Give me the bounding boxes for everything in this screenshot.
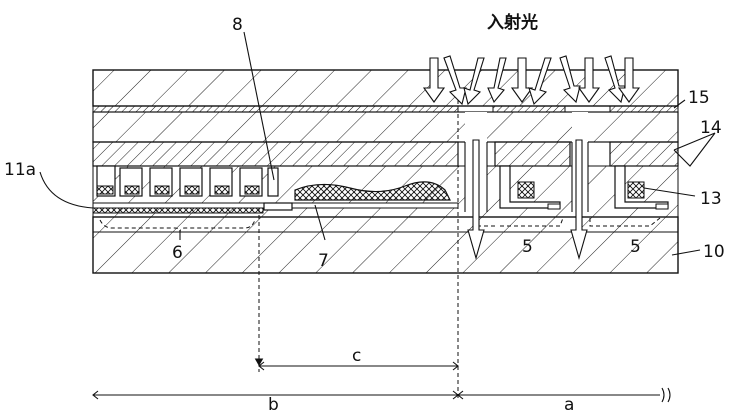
element-8 (264, 203, 292, 210)
label-14: 14 (700, 118, 722, 138)
layer-14-mid (495, 142, 570, 166)
film-11a-lower (93, 208, 263, 213)
label-11a: 11a (4, 160, 36, 180)
label-c: c (352, 346, 361, 366)
shield-layer-15-right (610, 106, 678, 112)
label-10: 10 (703, 242, 725, 262)
label-7: 7 (318, 251, 329, 271)
layer-14-left (93, 142, 458, 166)
shield-layer-15-mid (493, 106, 565, 112)
label-5-right: 5 (630, 237, 641, 257)
layer-14-right (610, 142, 678, 166)
gate-electrodes-left (97, 166, 278, 196)
label-15: 15 (688, 88, 710, 108)
label-6: 6 (172, 243, 183, 263)
label-8: 8 (232, 15, 243, 35)
label-13: 13 (700, 189, 722, 209)
leader-11a (40, 172, 93, 208)
label-5-left: 5 (522, 237, 533, 257)
incident-light-label: 入射光 (487, 12, 538, 33)
label-b: b (268, 395, 279, 414)
label-a: a (564, 395, 574, 414)
middle-layer (93, 112, 678, 142)
shield-layer-15-left (93, 106, 458, 112)
